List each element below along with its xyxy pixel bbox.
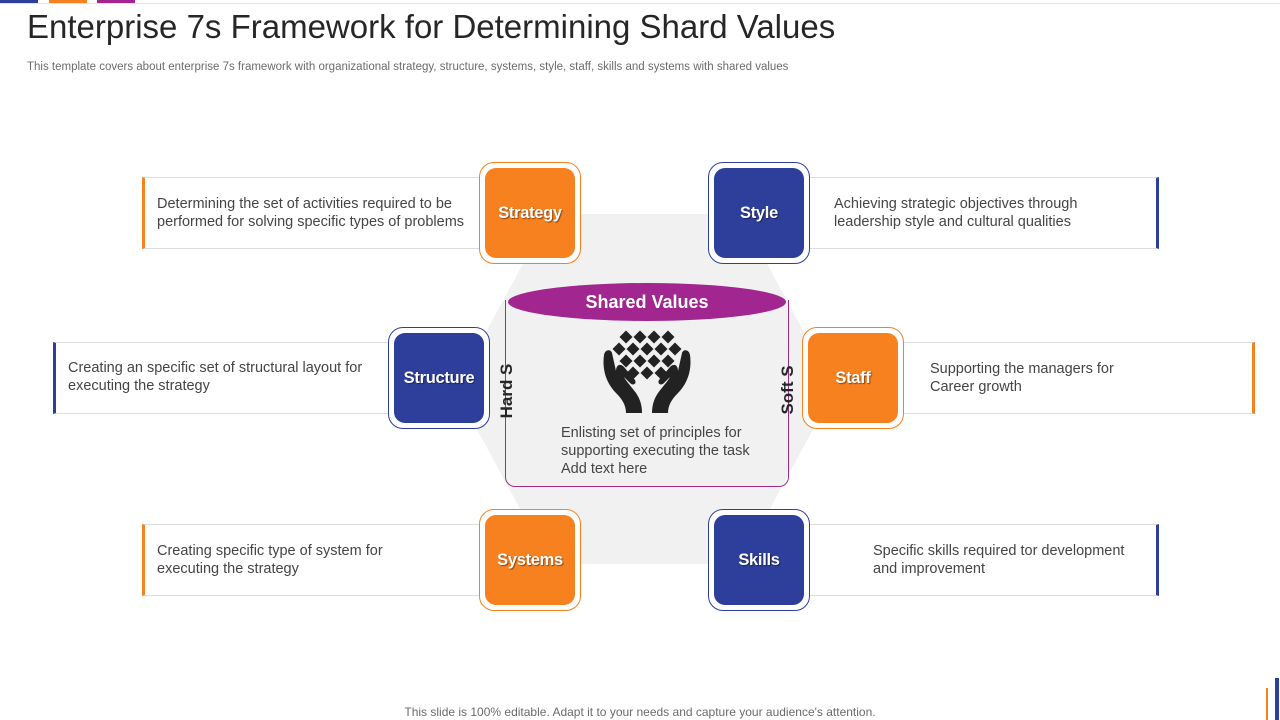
skills-line-1: Specific skills required tor development xyxy=(873,543,1125,559)
strategy-description: Determining the set of activities requir… xyxy=(157,195,464,231)
skills-description: Specific skills required tor development… xyxy=(873,542,1124,578)
shared-values-line-1: Enlisting set of principles for xyxy=(561,425,742,441)
diamond-shape xyxy=(661,354,675,368)
skills-label: Skills xyxy=(714,515,804,605)
hard-s-label: Hard S xyxy=(497,363,516,419)
structure-card xyxy=(53,342,398,414)
systems-card xyxy=(142,524,487,596)
diamond-shape xyxy=(647,354,661,368)
structure-tile: Structure xyxy=(388,327,490,429)
diamond-shape xyxy=(619,354,633,368)
top-accent-purple xyxy=(97,0,135,3)
structure-line-1: Creating an specific set of structural l… xyxy=(68,360,363,376)
top-accent-blue xyxy=(0,0,38,3)
strategy-tile: Strategy xyxy=(479,162,581,264)
skills-card xyxy=(800,524,1159,596)
skills-line-2: and improvement xyxy=(873,561,986,577)
diamond-shape xyxy=(640,342,654,356)
strategy-label: Strategy xyxy=(485,168,575,258)
strategy-line-2: performed for solving specific types of … xyxy=(157,214,465,230)
slide-subtitle: This template covers about enterprise 7s… xyxy=(27,61,789,73)
shared-values-header: Shared Values xyxy=(508,283,786,321)
diamond-shape xyxy=(654,342,668,356)
top-accent-bar xyxy=(0,0,1280,3)
shared-values-line-3: Add text here xyxy=(561,461,648,477)
style-line-1: Achieving strategic objectives through xyxy=(834,196,1078,212)
strategy-line-1: Determining the set of activities requir… xyxy=(157,196,452,212)
diamond-shape xyxy=(626,342,640,356)
style-tile: Style xyxy=(708,162,810,264)
corner-accent-orange xyxy=(1266,688,1268,720)
diamond-shape xyxy=(640,366,654,380)
slide-footer: This slide is 100% editable. Adapt it to… xyxy=(404,705,876,719)
diamond-shape xyxy=(668,342,682,356)
diamond-shape xyxy=(661,330,675,344)
staff-card xyxy=(895,342,1255,414)
staff-description: Supporting the managers for Career growt… xyxy=(930,360,1114,396)
shared-values-panel xyxy=(505,300,789,487)
diamond-shape xyxy=(633,354,647,368)
diamond-shape xyxy=(633,330,647,344)
systems-tile: Systems xyxy=(479,509,581,611)
corner-accent-blue xyxy=(1275,678,1279,720)
diamond-shape xyxy=(612,342,626,356)
structure-line-2: executing the strategy xyxy=(68,378,210,394)
systems-line-1: Creating specific type of system for xyxy=(157,543,383,559)
staff-line-1: Supporting the managers for xyxy=(930,361,1114,377)
skills-tile: Skills xyxy=(708,509,810,611)
shared-values-title: Shared Values xyxy=(585,291,709,312)
structure-description: Creating an specific set of structural l… xyxy=(68,359,362,395)
systems-description: Creating specific type of system for exe… xyxy=(157,542,383,578)
style-description: Achieving strategic objectives through l… xyxy=(834,195,1077,231)
structure-label: Structure xyxy=(394,333,484,423)
style-line-2: leadership style and cultural qualities xyxy=(834,214,1071,230)
top-accent-orange xyxy=(49,0,87,3)
top-divider xyxy=(0,3,1280,4)
staff-label: Staff xyxy=(808,333,898,423)
soft-s-label: Soft S xyxy=(778,365,797,415)
systems-label: Systems xyxy=(485,515,575,605)
diamond-shape xyxy=(619,330,633,344)
style-label: Style xyxy=(714,168,804,258)
staff-tile: Staff xyxy=(802,327,904,429)
shared-values-line-2: supporting executing the task xyxy=(561,443,750,459)
shared-values-description: Enlisting set of principles for supporti… xyxy=(561,424,781,478)
systems-line-2: executing the strategy xyxy=(157,561,299,577)
staff-line-2: Career growth xyxy=(930,379,1022,395)
diamond-shape xyxy=(647,330,661,344)
style-card xyxy=(800,177,1159,249)
hands-holding-diamonds-icon xyxy=(603,330,691,413)
slide-title: Enterprise 7s Framework for Determining … xyxy=(27,8,836,45)
